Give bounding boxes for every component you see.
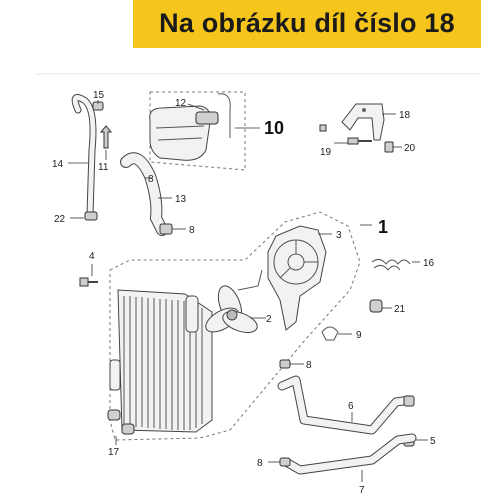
callout-14: 14 [52,159,64,170]
callout-22: 22 [54,214,66,225]
group-1-outline [109,211,361,441]
part-grommet-21 [369,299,383,313]
part-bracket-18 [341,103,385,141]
callout-11: 11 [98,162,109,173]
part-clamp-9 [321,326,339,341]
callout-17: 17 [108,447,120,458]
part-fan-shroud-3 [267,225,327,331]
banner-title: Na obrázku díl číslo 18 [159,8,455,38]
callout-8-top: 8 [148,174,154,185]
part-screw-19 [319,124,372,145]
callout-5: 5 [430,436,436,447]
part-radiator [109,289,213,433]
part-clamp-8-middle [279,359,291,369]
callout-12: 12 [175,98,187,109]
part-grommets-17 [107,409,135,435]
part-hose-14 [71,94,97,219]
callout-8-upper: 8 [189,225,195,236]
callout-4: 4 [89,251,95,262]
part-clips-16 [371,258,411,271]
tank-cap [195,111,219,125]
title-banner: Na obrázku díl číslo 18 [133,0,481,48]
part-clamp-8-upper [159,223,173,235]
part-hose-13 [120,152,168,236]
part-expansion-tank [149,93,231,161]
callout-18: 18 [399,110,411,121]
callout-10: 10 [264,118,284,138]
part-hose-7 [281,433,417,475]
callout-15: 15 [93,90,105,101]
callout-16: 16 [423,258,435,269]
callout-20: 20 [404,143,416,154]
callout-6: 6 [348,401,354,412]
callout-7: 7 [359,485,365,496]
part-bolt-4 [79,277,98,287]
callout-13: 13 [175,194,187,205]
callout-8-middle: 8 [306,360,312,371]
part-hose-6 [277,375,415,435]
part-clamp-22 [84,211,98,221]
part-nut-20 [384,141,394,153]
part-clamp-8-lower [279,457,291,467]
callout-8-lower: 8 [257,458,263,469]
part-fan-2 [205,269,263,333]
part-screw-11 [99,125,113,149]
callout-9: 9 [356,330,362,341]
callout-2: 2 [266,314,272,325]
callout-19: 19 [320,147,332,158]
callout-1: 1 [378,217,388,237]
callout-21: 21 [394,304,406,315]
callout-3: 3 [336,230,342,241]
